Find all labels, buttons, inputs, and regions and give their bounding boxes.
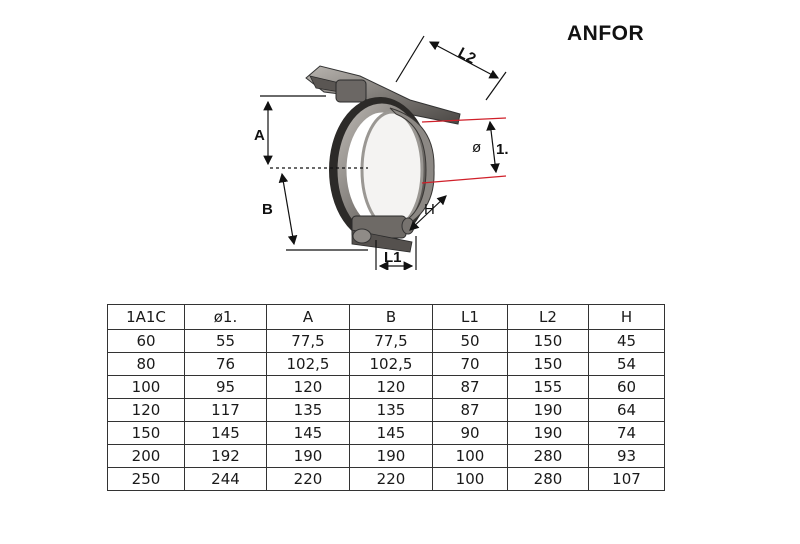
dim-label-a: A [254,127,265,144]
table-cell: 220 [266,467,350,491]
table-cell: 95 [184,375,267,399]
table-cell: 145 [266,421,350,445]
table-cell: 150 [507,352,589,376]
table-cell: 60 [588,375,665,399]
table-cell: 50 [432,329,508,353]
table-cell: 100 [432,444,508,468]
table-cell: 87 [432,398,508,422]
table-cell: 76 [184,352,267,376]
dimension-lines [260,35,507,270]
table-cell: 87 [432,375,508,399]
table-header-row: 1A1C ø1. A B L1 L2 H [107,304,665,330]
table-cell: 200 [107,444,185,468]
dim-label-h: H [424,201,435,218]
table-row: 100 95 120 120 87 155 60 [107,375,665,399]
table-cell: 54 [588,352,665,376]
table-cell: 150 [107,421,185,445]
table-cell: 244 [184,467,267,491]
col-header-a: A [266,304,350,330]
table-cell: 117 [184,398,267,422]
dim-label-l1: L1 [384,249,402,266]
table-cell: 55 [184,329,267,353]
col-header-h: H [588,304,665,330]
col-header-diameter: ø1. [184,304,267,330]
table-cell: 135 [266,398,350,422]
dimension-table: 1A1C ø1. A B L1 L2 H 60 55 77,5 77,5 50 … [107,304,665,491]
table-row: 200 192 190 190 100 280 93 [107,444,665,468]
table-cell: 60 [107,329,185,353]
table-cell: 250 [107,467,185,491]
table-cell: 45 [588,329,665,353]
table-row: 150 145 145 145 90 190 74 [107,421,665,445]
table-cell: 155 [507,375,589,399]
table-cell: 120 [107,398,185,422]
dim-label-diameter: 1. [496,141,509,158]
table-cell: 93 [588,444,665,468]
table-cell: 80 [107,352,185,376]
table-cell: 145 [184,421,267,445]
table-row: 120 117 135 135 87 190 64 [107,398,665,422]
table-cell: 74 [588,421,665,445]
col-header-b: B [349,304,433,330]
table-cell: 190 [349,444,433,468]
table-cell: 145 [349,421,433,445]
dim-label-phi: ø [472,139,481,156]
table-cell: 220 [349,467,433,491]
brand-title: ANFOR [567,22,645,45]
table-cell: 190 [507,421,589,445]
table-cell: 64 [588,398,665,422]
col-header-l1: L1 [432,304,508,330]
dim-label-l2: L2 [455,44,478,67]
table-cell: 100 [107,375,185,399]
table-cell: 120 [266,375,350,399]
col-header-size: 1A1C [107,304,185,330]
table-row: 60 55 77,5 77,5 50 150 45 [107,329,665,353]
col-header-l2: L2 [507,304,589,330]
table-cell: 135 [349,398,433,422]
clamp-photo [305,65,461,253]
table-cell: 77,5 [266,329,350,353]
table-cell: 70 [432,352,508,376]
table-cell: 100 [432,467,508,491]
table-row: 250 244 220 220 100 280 107 [107,467,665,491]
table-cell: 77,5 [349,329,433,353]
table-cell: 190 [266,444,350,468]
table-cell: 192 [184,444,267,468]
dim-label-b: B [262,201,273,218]
table-cell: 102,5 [349,352,433,376]
table-cell: 280 [507,444,589,468]
table-cell: 90 [432,421,508,445]
table-cell: 190 [507,398,589,422]
table-cell: 150 [507,329,589,353]
table-cell: 102,5 [266,352,350,376]
table-row: 80 76 102,5 102,5 70 150 54 [107,352,665,376]
clamp-diagram: A B L2 ø 1. H L1 [254,35,509,270]
table-cell: 280 [507,467,589,491]
table-cell: 107 [588,467,665,491]
table-cell: 120 [349,375,433,399]
